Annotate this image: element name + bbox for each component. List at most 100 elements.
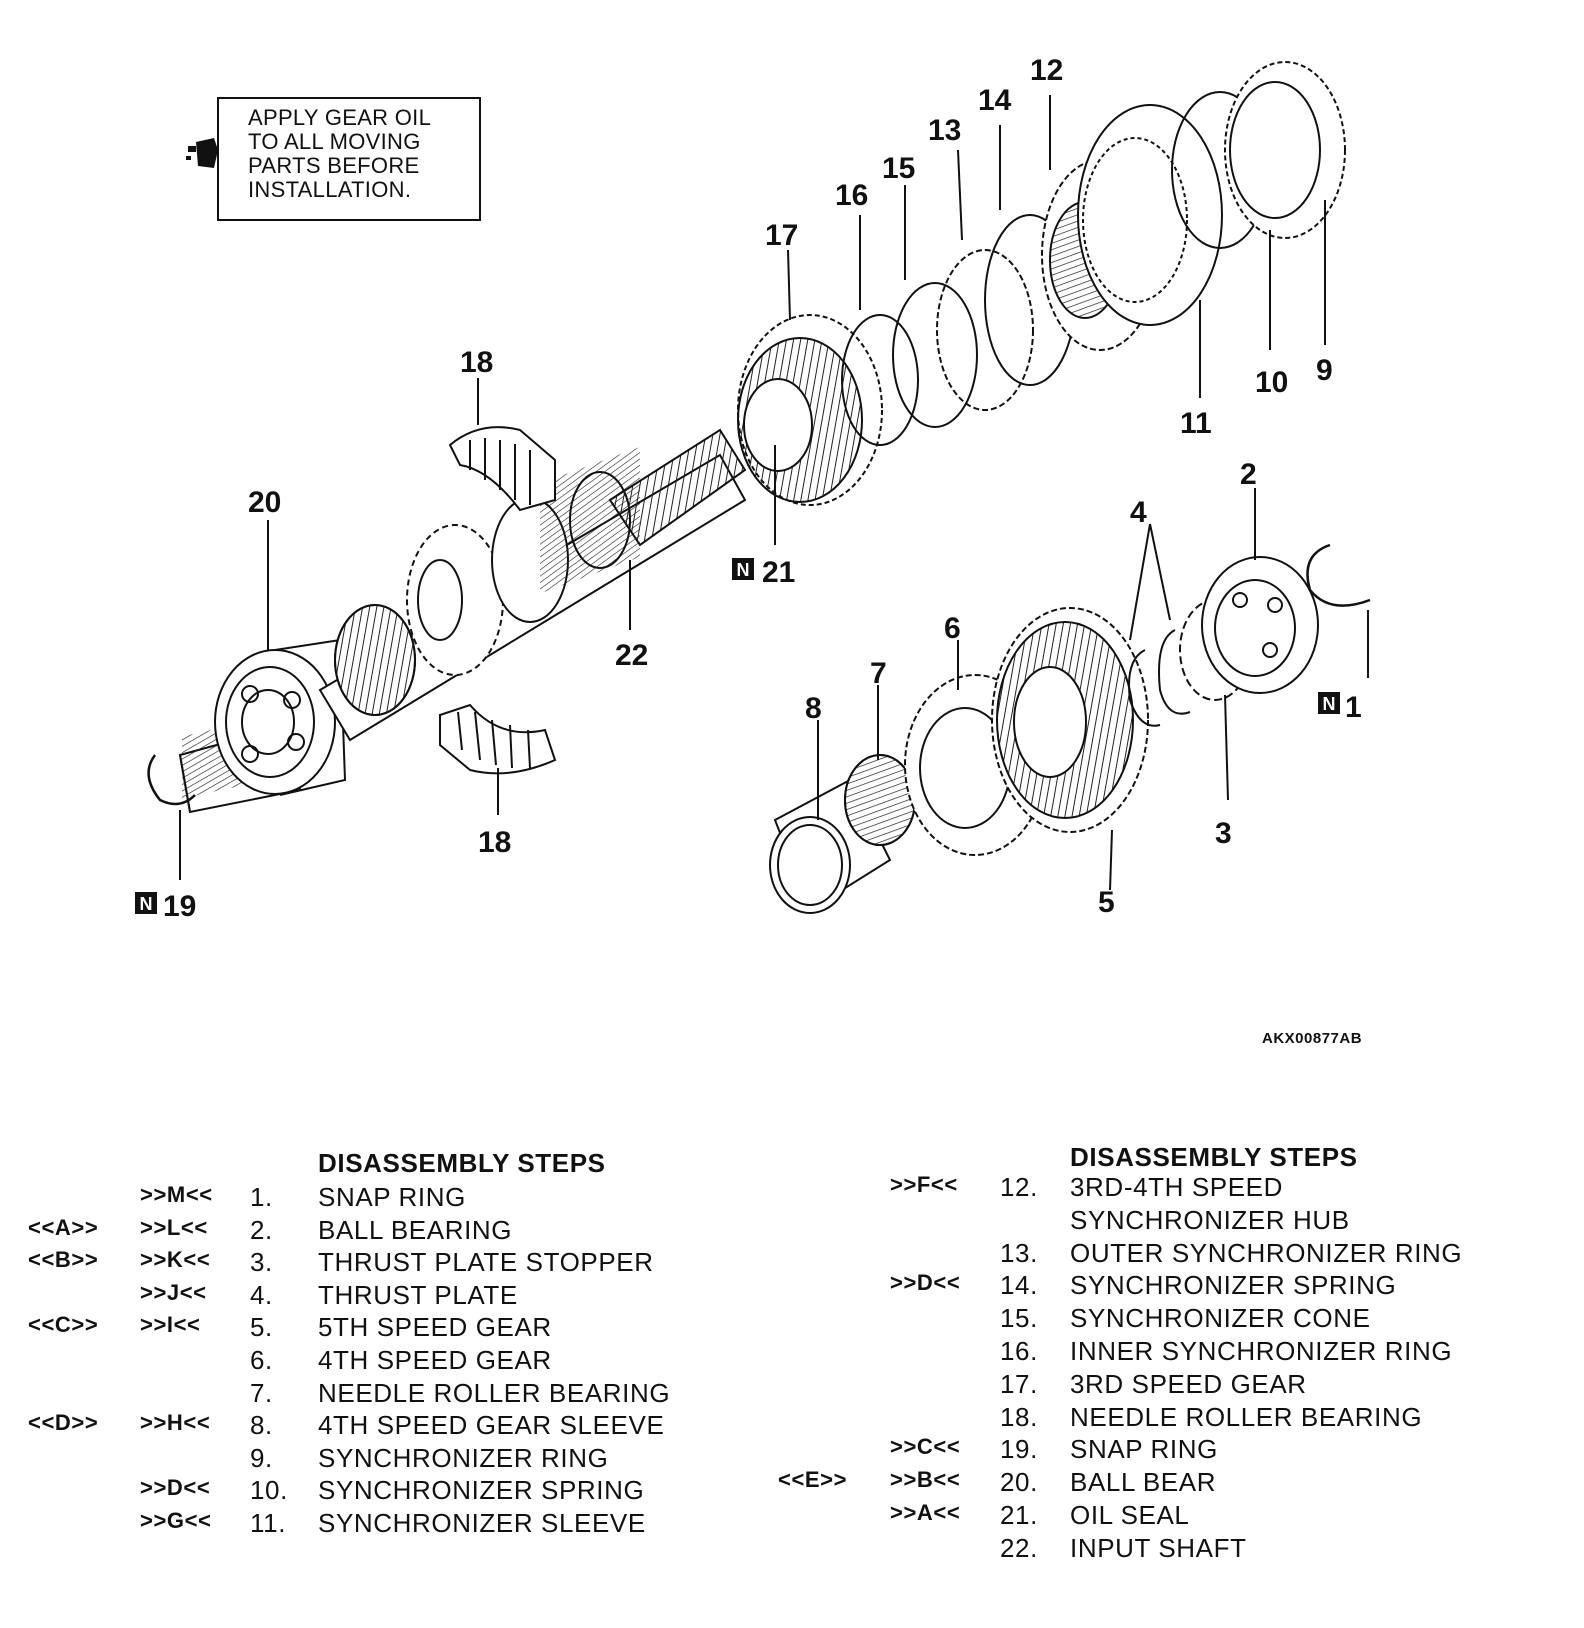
step-row: 9. SYNCHRONIZER RING <box>28 1443 708 1475</box>
third-speed-gear-17 <box>737 314 883 506</box>
install-ref-mark: >>K<< <box>140 1247 211 1273</box>
oil-note-text: APPLY GEAR OIL TO ALL MOVING PARTS BEFOR… <box>248 106 488 202</box>
callout-18-upper: 18 <box>460 346 493 379</box>
callout-17: 17 <box>765 219 798 252</box>
part-name: INNER SYNCHRONIZER RING <box>1070 1336 1453 1366</box>
callout-8: 8 <box>805 692 822 725</box>
part-name: INPUT SHAFT <box>1070 1532 1247 1563</box>
shaft-helical-section <box>608 428 747 547</box>
step-number: 13. <box>1000 1237 1038 1268</box>
part-name: 3RD-4TH SPEED <box>1070 1172 1283 1202</box>
removal-ref-mark: <<C>> <box>28 1312 99 1338</box>
new-part-mark-21: N <box>732 558 754 580</box>
snap-ring-19 <box>147 754 196 806</box>
step-row: SYNCHRONIZER HUB <box>778 1205 1568 1237</box>
part-name: BALL BEAR <box>1070 1467 1217 1498</box>
part-name: 4TH SPEED GEAR SLEEVE <box>318 1410 665 1441</box>
step-row: 13. OUTER SYNCHRONIZER RING <box>778 1238 1568 1270</box>
synchronizer-ring-9 <box>1224 61 1346 239</box>
install-ref-mark: >>D<< <box>140 1475 211 1501</box>
step-row: >>G<<11.SYNCHRONIZER SLEEVE <box>28 1508 708 1540</box>
left-steps-title: DISASSEMBLY STEPS <box>318 1148 606 1178</box>
callout-14: 13 <box>928 114 961 147</box>
step-number: 21. <box>1000 1500 1038 1530</box>
install-ref-mark: >>D<< <box>890 1270 961 1296</box>
install-ref-mark: >>L<< <box>140 1214 208 1240</box>
right-steps-title: DISASSEMBLY STEPS <box>1070 1142 1358 1172</box>
step-number: 1. <box>250 1182 273 1212</box>
step-number: 7. <box>250 1377 273 1408</box>
new-part-mark-1: N <box>1318 692 1340 714</box>
step-number: 4. <box>250 1279 273 1310</box>
part-name: BALL BEARING <box>318 1214 513 1245</box>
install-ref-mark: >>J<< <box>140 1279 207 1305</box>
step-number: 9. <box>250 1442 273 1473</box>
needle-roller-bearing-lower <box>439 703 557 775</box>
synchronizer-cone-15 <box>892 282 978 428</box>
callout-18-lower: 18 <box>478 826 511 859</box>
oil-note-box <box>186 97 481 221</box>
install-ref-mark: >>G<< <box>140 1508 212 1533</box>
step-number: 18. <box>1000 1401 1038 1432</box>
step-number: 6. <box>250 1345 273 1375</box>
part-name: THRUST PLATE <box>318 1279 518 1310</box>
step-row: >>D<<14.SYNCHRONIZER SPRING <box>778 1270 1568 1302</box>
step-row: 18. NEEDLE ROLLER BEARING <box>778 1402 1568 1434</box>
callout-4: 4 <box>1130 496 1147 529</box>
snap-ring-1 <box>1306 543 1371 607</box>
callout-19: 19 <box>163 890 196 923</box>
install-ref-mark: >>I<< <box>140 1312 201 1338</box>
step-row: 6. 4TH SPEED GEAR <box>28 1345 708 1377</box>
part-name: SNAP RING <box>1070 1434 1218 1465</box>
ball-bearing-20 <box>214 638 347 796</box>
install-ref-mark: >>H<< <box>140 1410 211 1436</box>
step-number: 17. <box>1000 1368 1038 1399</box>
step-number: 12. <box>1000 1172 1038 1202</box>
install-ref-mark: >>B<< <box>890 1467 961 1493</box>
part-name: 5TH SPEED GEAR <box>318 1312 552 1343</box>
part-name: NEEDLE ROLLER BEARING <box>318 1377 671 1408</box>
step-number: 19. <box>1000 1434 1038 1465</box>
callout-15: 15 <box>882 152 915 185</box>
part-name: 4TH SPEED GEAR <box>318 1345 552 1375</box>
callout-6: 6 <box>944 612 961 645</box>
part-name: NEEDLE ROLLER BEARING <box>1070 1401 1423 1432</box>
part-name: SYNCHRONIZER SPRING <box>1070 1270 1397 1301</box>
step-row: 17.3RD SPEED GEAR <box>778 1369 1568 1401</box>
callout-7: 7 <box>870 657 887 690</box>
step-number: 10. <box>250 1475 288 1506</box>
step-row: <<D>> >>H<< 8. 4TH SPEED GEAR SLEEVE <box>28 1410 708 1442</box>
part-name: SYNCHRONIZER SLEEVE <box>318 1508 646 1538</box>
needle-roller-bearing-upper <box>448 426 556 512</box>
step-row: >>J<< 4. THRUST PLATE <box>28 1280 708 1312</box>
input-shaft-assembly <box>178 409 785 814</box>
left-disassembly-steps: DISASSEMBLY STEPS >>M<<1.SNAP RING<<A>>>… <box>28 1148 708 1568</box>
step-number: 8. <box>250 1410 273 1441</box>
inner-synchronizer-ring-16 <box>841 314 919 446</box>
step-number: 16. <box>1000 1336 1038 1366</box>
shaft-spur-gear <box>406 524 504 676</box>
ball-bearing-2 <box>1201 556 1319 694</box>
part-name: SNAP RING <box>318 1182 466 1212</box>
callout-2: 2 <box>1240 458 1257 491</box>
part-name: SYNCHRONIZER CONE <box>1070 1303 1371 1334</box>
oil-note-line: PARTS BEFORE <box>248 153 420 178</box>
part-name: THRUST PLATE STOPPER <box>318 1247 654 1278</box>
step-number: 3. <box>250 1247 273 1278</box>
callout-21: 21 <box>762 556 795 589</box>
part-name: SYNCHRONIZER RING <box>318 1442 609 1473</box>
part-name: OUTER SYNCHRONIZER RING <box>1070 1237 1463 1268</box>
callout-22: 22 <box>615 639 648 672</box>
callout-5: 5 <box>1098 886 1115 919</box>
install-ref-mark: >>C<< <box>890 1434 961 1460</box>
svg-text:N: N <box>1323 694 1336 714</box>
step-number: 15. <box>1000 1303 1038 1334</box>
step-row: >>A<<21.OIL SEAL <box>778 1500 1568 1532</box>
step-row: <<A>>>>L<<2.BALL BEARING <box>28 1215 708 1247</box>
removal-ref-mark: <<D>> <box>28 1410 99 1436</box>
callout-20: 20 <box>248 486 281 519</box>
step-number: 22. <box>1000 1532 1038 1563</box>
svg-text:N: N <box>140 894 153 914</box>
synchronizer-sleeve-11 <box>1077 104 1223 326</box>
